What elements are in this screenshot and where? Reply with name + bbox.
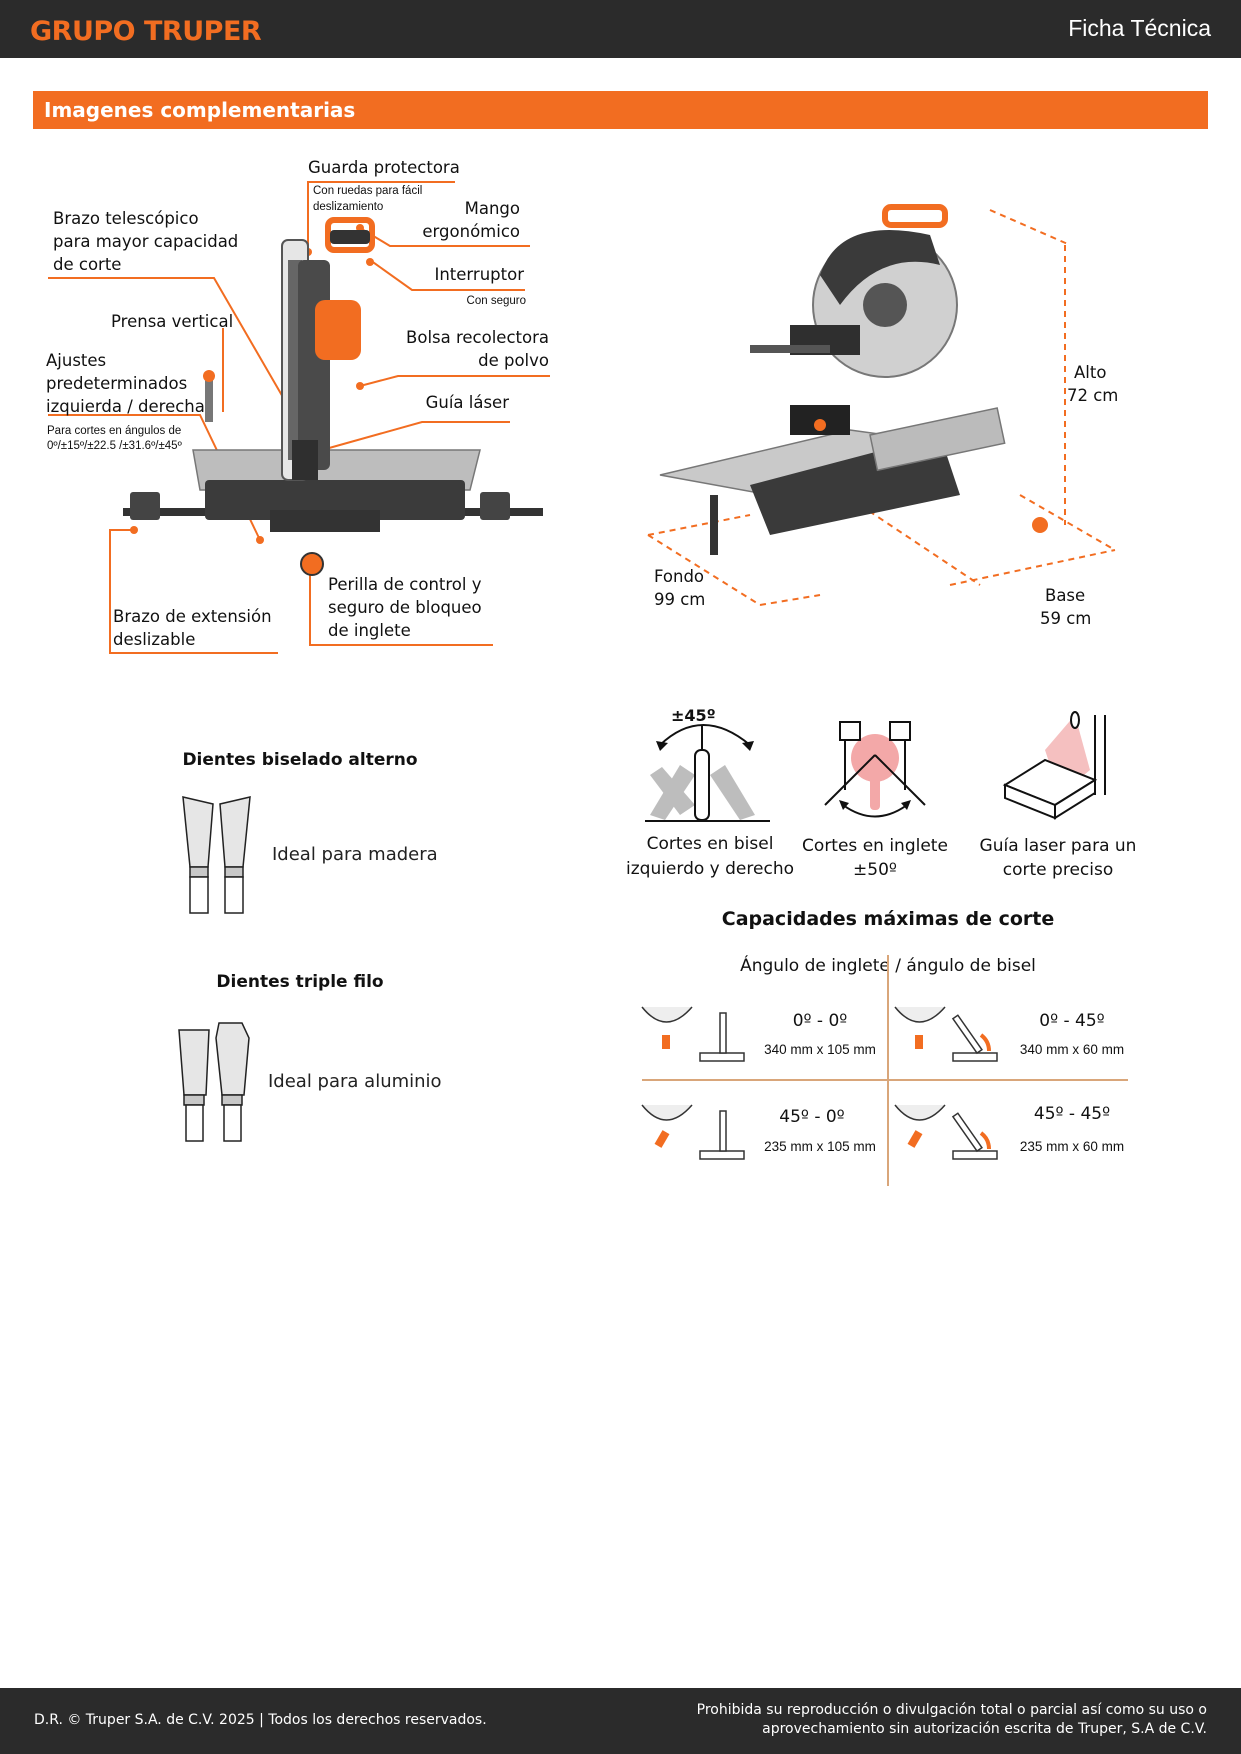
capacity-icon-0-45 — [894, 1006, 998, 1062]
callout-ajustes-sub-1: Para cortes en ángulos de — [47, 425, 182, 437]
callout-guarda-protectora: Guarda protectora — [308, 158, 460, 177]
capacity-icon-45-0 — [641, 1104, 745, 1160]
callout-ajustes-3: izquierda / derecha — [46, 397, 205, 416]
teeth-alternate-text: Ideal para madera — [272, 844, 438, 865]
callout-ajustes-1: Ajustes — [46, 351, 107, 370]
dimension-fondo-value: 99 cm — [654, 590, 706, 609]
teeth-triple-text: Ideal para aluminio — [268, 1071, 442, 1092]
callout-guarda-sub-1: Con ruedas para fácil — [313, 185, 423, 197]
callout-perilla-3: de inglete — [328, 621, 411, 640]
laser-guide-icon — [1002, 711, 1106, 820]
capacity-dims-0-45: 340 mm x 60 mm — [1019, 1042, 1125, 1057]
capacities-grid-lines — [642, 955, 1128, 1186]
saw-front-view-image — [48, 181, 550, 654]
callout-bolsa-1: Bolsa recolectora — [406, 328, 549, 347]
section-title-bar: Imagenes complementarias — [33, 91, 1208, 129]
feature-bevel-line-2: izquierdo y derecho — [626, 859, 794, 879]
footer-copyright: D.R. © Truper S.A. de C.V. 2025 | Todos … — [34, 1712, 487, 1728]
callout-ajustes-sub-2: 0º/±15º/±22.5 /±31.6º/±45º — [47, 440, 182, 452]
document-title: Ficha Técnica — [1068, 15, 1211, 41]
callout-guia-laser: Guía láser — [425, 393, 509, 412]
teeth-triple-title: Dientes triple filo — [216, 972, 384, 992]
capacities-title: Capacidades máximas de corte — [721, 908, 1055, 930]
bevel-angle-label: ±45º — [671, 706, 716, 725]
callout-brazo-extension-2: deslizable — [113, 630, 196, 649]
capacity-angle-0-45: 0º - 45º — [1039, 1011, 1105, 1031]
callout-brazo-telescopico-1: Brazo telescópico — [53, 209, 199, 228]
callout-brazo-telescopico-3: de corte — [53, 255, 122, 274]
callout-interruptor: Interruptor — [434, 265, 524, 284]
dimension-base-value: 59 cm — [1040, 609, 1092, 628]
callout-mango-2: ergonómico — [422, 222, 520, 241]
saw-dimensions-image — [647, 204, 1116, 606]
capacity-angle-45-45: 45º - 45º — [1033, 1104, 1111, 1124]
capacity-icon-45-45 — [894, 1104, 998, 1160]
callout-brazo-extension-1: Brazo de extensión — [113, 607, 272, 626]
teeth-alternate-title: Dientes biselado alterno — [182, 750, 418, 770]
dimension-fondo-label: Fondo — [654, 567, 705, 586]
dimension-base-label: Base — [1045, 586, 1086, 605]
callout-mango-1: Mango — [464, 199, 520, 218]
feature-laser-line-2: corte preciso — [1002, 860, 1114, 880]
bevel-cut-icon — [645, 724, 770, 822]
miter-cut-icon — [824, 721, 926, 818]
header-bar: GRUPO TRUPER Ficha Técnica — [0, 0, 1241, 58]
footer-bar: D.R. © Truper S.A. de C.V. 2025 | Todos … — [0, 1688, 1241, 1754]
feature-laser-line-1: Guía laser para un — [979, 836, 1137, 856]
callout-ajustes-2: predeterminados — [46, 374, 188, 393]
footer-legal: Prohibida su reproducción o divulgación … — [647, 1701, 1207, 1739]
dimension-alto-label: Alto — [1074, 363, 1107, 382]
alternate-bevel-teeth-icon — [182, 796, 251, 914]
capacity-angle-45-0: 45º - 0º — [779, 1107, 845, 1127]
callout-prensa-vertical: Prensa vertical — [111, 312, 234, 331]
capacity-dims-45-0: 235 mm x 105 mm — [764, 1139, 876, 1154]
footer-legal-line-1: Prohibida su reproducción o divulgación … — [696, 1702, 1207, 1718]
callout-guarda-sub-2: deslizamiento — [313, 201, 384, 213]
capacity-dims-45-45: 235 mm x 60 mm — [1019, 1139, 1125, 1154]
callout-bolsa-2: de polvo — [478, 351, 549, 370]
capacity-angle-0-0: 0º - 0º — [792, 1011, 848, 1031]
feature-miter-line-2: ±50º — [853, 860, 897, 880]
feature-miter-line-1: Cortes en inglete — [802, 836, 948, 856]
capacity-icon-0-0 — [641, 1006, 745, 1062]
feature-bevel-line-1: Cortes en bisel — [646, 834, 774, 854]
callout-perilla-2: seguro de bloqueo — [328, 598, 482, 617]
callout-interruptor-sub: Con seguro — [466, 295, 526, 307]
footer-legal-line-2: aprovechamiento sin autorización escrita… — [762, 1721, 1207, 1737]
section-title: Imagenes complementarias — [44, 98, 356, 122]
callout-brazo-telescopico-2: para mayor capacidad — [53, 232, 239, 251]
capacity-dims-0-0: 340 mm x 105 mm — [764, 1042, 876, 1057]
brand-logo: GRUPO TRUPER — [30, 16, 262, 47]
triple-chip-teeth-icon — [178, 1022, 250, 1142]
callout-perilla-1: Perilla de control y — [328, 575, 482, 594]
dimension-alto-value: 72 cm — [1067, 386, 1119, 405]
